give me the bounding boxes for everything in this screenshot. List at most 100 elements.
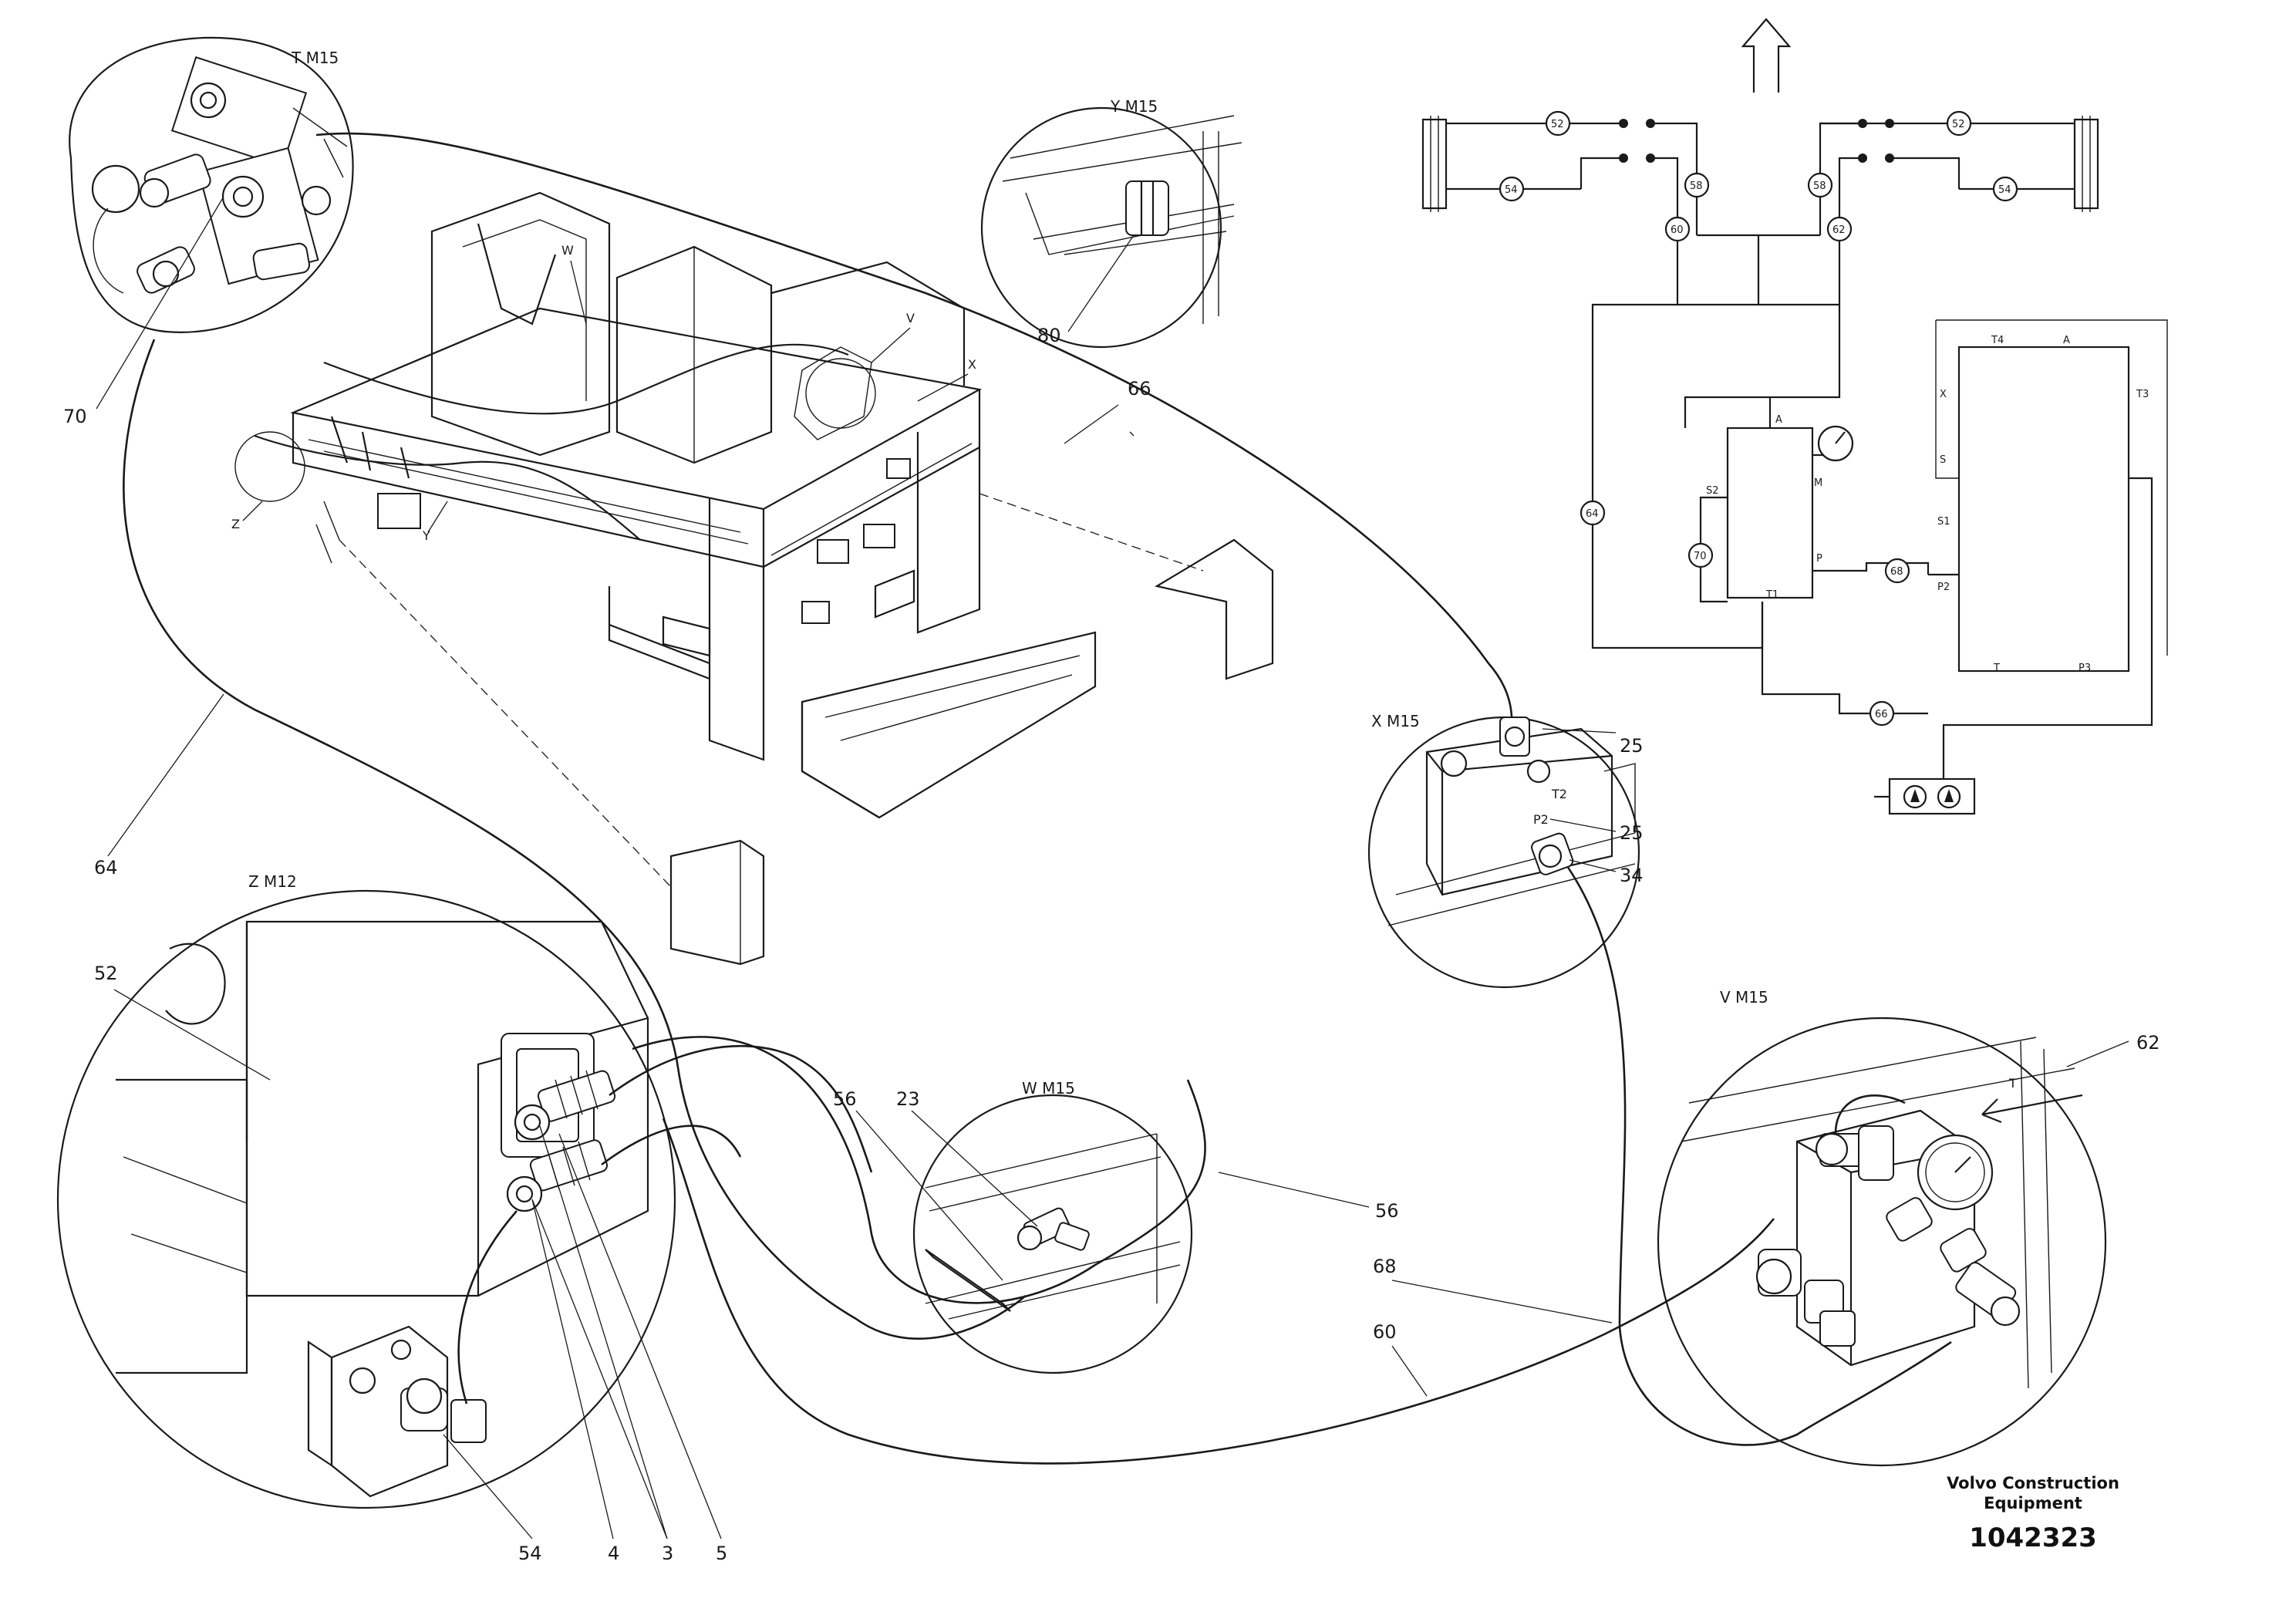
svg-text:58: 58 xyxy=(1690,180,1703,192)
svg-text:T: T xyxy=(2008,1076,2017,1091)
sch-valve-port-t1: T1 xyxy=(1765,589,1778,601)
sch-valve-port-p: P xyxy=(1816,553,1822,565)
leader-34 xyxy=(1569,859,1617,872)
leader-25b xyxy=(1549,818,1617,832)
callout-54: 54 xyxy=(518,1543,542,1564)
pump-port-p2: P2 xyxy=(1937,582,1950,593)
frame-label-x: X xyxy=(968,357,976,372)
schematic-valve-block xyxy=(1726,427,1814,599)
callout-66: 66 xyxy=(1128,378,1151,400)
leader-5 xyxy=(558,1133,722,1539)
footer-brand: Volvo Construction Equipment 1042323 xyxy=(1947,1474,2119,1553)
hose-66 xyxy=(315,132,1513,733)
pump-port-s1: S1 xyxy=(1937,516,1950,528)
leader-62 xyxy=(2066,1040,2129,1067)
leader-64 xyxy=(107,693,224,857)
pump-port-s: S xyxy=(1940,454,1946,466)
sch-valve-port-a: A xyxy=(1775,414,1782,426)
detail-v: V M15 T 62 68 60 xyxy=(1373,988,2160,1467)
leader-25a xyxy=(1542,728,1617,733)
hose-60 xyxy=(662,1118,1775,1465)
leader-56b xyxy=(1218,1172,1370,1208)
detail-label-w: W M15 xyxy=(1022,1079,1075,1098)
schematic-hose-tags: 52 54 52 54 58 60 58 62 64 70 68 66 xyxy=(1499,110,2018,727)
hydraulic-schematic: A M P S2 T1 T4 A X T3 S S1 P2 T P3 52 54… xyxy=(1421,18,2168,815)
leader-4 xyxy=(531,1199,614,1539)
sch-valve-port-m: M xyxy=(1814,477,1822,489)
brand-line-2: Equipment xyxy=(1984,1494,2082,1512)
leader-52 xyxy=(113,989,271,1081)
leader-3a xyxy=(539,1125,668,1539)
callout-25a: 25 xyxy=(1620,735,1644,757)
leader-54 xyxy=(443,1434,533,1539)
svg-text:58: 58 xyxy=(1813,180,1826,192)
coupling-dots xyxy=(1619,119,1894,163)
hose-68 xyxy=(1564,863,1952,1446)
leader-70 xyxy=(96,196,224,410)
svg-text:70: 70 xyxy=(1694,551,1707,562)
frame-label-y: Y xyxy=(422,528,430,543)
callout-60: 60 xyxy=(1373,1321,1397,1343)
callout-4: 4 xyxy=(608,1543,619,1564)
detail-label-t: T M15 xyxy=(291,49,339,67)
leader-68 xyxy=(1391,1280,1613,1324)
detail-x: X M15 T2 P2 25 25 34 xyxy=(1367,712,1644,989)
callout-5: 5 xyxy=(716,1543,727,1564)
pump-symbol xyxy=(1874,777,1976,815)
pump-port-t: T xyxy=(1993,663,2000,674)
svg-text:68: 68 xyxy=(1890,566,1903,578)
direction-arrow xyxy=(1741,18,1792,93)
hose-56 xyxy=(632,1036,1206,1304)
callout-25b: 25 xyxy=(1620,822,1644,844)
leader-3b xyxy=(531,1199,668,1539)
pump-port-t4: T4 xyxy=(1991,335,2004,346)
detail-label-v: V M15 xyxy=(1720,988,1768,1007)
leader-23 xyxy=(911,1110,1038,1227)
pump-port-t3: T3 xyxy=(2136,389,2149,400)
callout-62: 62 xyxy=(2136,1032,2160,1054)
svg-text:52: 52 xyxy=(1551,119,1564,130)
callout-68: 68 xyxy=(1373,1256,1397,1277)
pump-port-a: A xyxy=(2063,335,2070,346)
detail-label-x: X M15 xyxy=(1371,712,1420,730)
frame-label-w: W xyxy=(561,243,574,258)
document-number: 1042323 xyxy=(1969,1523,2097,1553)
detail-label-y: Y M15 xyxy=(1110,97,1158,116)
frame-label-v: V xyxy=(906,311,915,325)
callout-56b: 56 xyxy=(1375,1200,1399,1222)
svg-text:52: 52 xyxy=(1952,119,1965,130)
callout-80: 80 xyxy=(1037,325,1061,346)
svg-text:62: 62 xyxy=(1832,224,1846,236)
schematic-pump-box xyxy=(1957,346,2130,673)
leader-56a xyxy=(855,1110,1003,1281)
svg-text:66: 66 xyxy=(1875,709,1888,720)
machine-frame: W V X Z Y 66 64 xyxy=(94,191,1274,966)
pump-port-p3: P3 xyxy=(2079,663,2091,674)
sch-valve-port-s2: S2 xyxy=(1706,485,1719,497)
hose-routing xyxy=(123,132,1952,1465)
callout-56a: 56 xyxy=(833,1088,857,1110)
callout-64: 64 xyxy=(94,857,118,878)
callout-3: 3 xyxy=(662,1543,673,1564)
pump-port-x: X xyxy=(1940,389,1947,400)
valve-port-p2: P2 xyxy=(1533,812,1549,827)
detail-label-z: Z M12 xyxy=(248,872,297,891)
detail-y: Y M15 80 xyxy=(980,97,1242,349)
callout-52: 52 xyxy=(94,963,118,984)
detail-z: Z M12 52 54 4 xyxy=(56,872,873,1564)
svg-text:64: 64 xyxy=(1586,508,1599,520)
callout-23: 23 xyxy=(896,1088,920,1110)
valve-port-t2: T2 xyxy=(1551,787,1567,801)
detail-w: W M15 56 23 56 xyxy=(833,1079,1399,1374)
svg-text:54: 54 xyxy=(1505,184,1518,196)
callout-70: 70 xyxy=(63,406,87,427)
callout-34: 34 xyxy=(1620,865,1644,886)
brand-line-1: Volvo Construction xyxy=(1947,1474,2119,1492)
svg-text:60: 60 xyxy=(1671,224,1684,236)
svg-text:54: 54 xyxy=(1998,184,2011,196)
leader-80 xyxy=(1067,234,1135,332)
detail-t: T M15 70 xyxy=(63,36,354,427)
quick-coupling-upper xyxy=(514,1070,616,1141)
leader-60 xyxy=(1391,1345,1428,1397)
